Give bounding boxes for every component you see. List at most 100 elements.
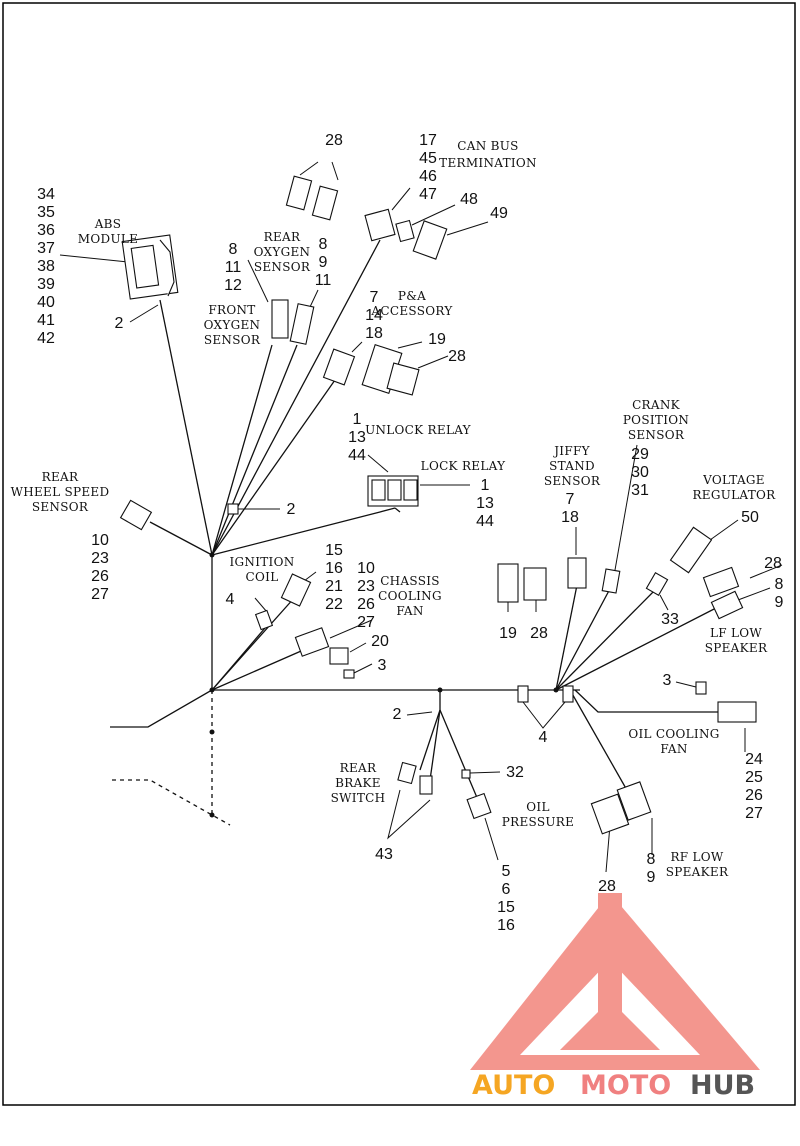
callout-c2-low: 2 (393, 706, 402, 723)
callout-c34-line: 39 (37, 276, 55, 293)
jiffy-stand-connector (567, 557, 621, 594)
label-can-bus-line: TERMINATION (439, 156, 537, 170)
diagram-border (2, 2, 796, 1106)
rear-brake-connectors (397, 761, 433, 795)
callout-c10-wss-line: 26 (91, 568, 109, 585)
harness-wires (110, 239, 720, 826)
callout-c19-pa-line: 19 (428, 331, 446, 348)
callout-c5-line: 15 (497, 899, 515, 916)
callout-c1-lock-line: 44 (476, 513, 494, 530)
label-chassis-fan-line: FAN (396, 604, 423, 618)
callout-c5-line: 16 (497, 917, 515, 934)
callout-c7-jiffy-line: 18 (561, 509, 579, 526)
label-oil-fan-line: OIL COOLING (628, 727, 719, 741)
label-crank-line: SENSOR (628, 428, 685, 442)
connector-28-right (702, 566, 740, 598)
label-jiffy-line: SENSOR (544, 474, 601, 488)
callout-c24-line: 27 (745, 805, 763, 822)
callout-c1-lock-line: 1 (481, 477, 490, 494)
callout-c8-front-line: 12 (224, 277, 242, 294)
label-lf-spk-line: LF LOW (710, 626, 762, 640)
label-front-o2-line: FRONT (208, 303, 255, 317)
callout-c28-pa-line: 28 (448, 348, 466, 365)
callout-c10-fan-line: 10 (357, 560, 375, 577)
callout-c10-fan-line: 26 (357, 596, 375, 613)
callout-c17-line: 17 (419, 132, 437, 149)
callout-c34-line: 37 (37, 240, 55, 257)
callout-c8-lf-line: 9 (775, 594, 784, 611)
label-vreg-line: VOLTAGE (702, 473, 765, 487)
callout-c10-wss-line: 27 (91, 586, 109, 603)
callout-c28-top-line: 28 (325, 132, 343, 149)
label-rear-wss-line: SENSOR (32, 500, 89, 514)
callout-c4-low-line: 4 (539, 729, 548, 746)
callout-c34-line: 41 (37, 312, 55, 329)
connectors-19-28-mid (497, 563, 547, 603)
rear-wheel-speed-connector (119, 499, 153, 531)
callout-c8-front-line: 11 (225, 259, 242, 276)
callout-c33: 33 (661, 611, 679, 628)
callout-c28-mid-line: 28 (530, 625, 548, 642)
callout-c50-line: 50 (741, 509, 759, 526)
label-rear-o2-line: REAR (264, 230, 301, 244)
callout-c3-left-line: 3 (378, 657, 387, 674)
callout-c15-line: 16 (325, 560, 343, 577)
callout-c28-right-line: 28 (764, 555, 782, 572)
callout-c15-line: 15 (325, 542, 343, 559)
callout-c43-line: 43 (375, 846, 393, 863)
ignition-coil-connector (280, 573, 312, 607)
callout-c28-mid: 28 (530, 625, 548, 642)
callout-c17-line: 46 (419, 168, 437, 185)
lf-speaker-connector (710, 590, 744, 620)
callout-c2-low-line: 2 (393, 706, 402, 723)
callout-c2-mid: 2 (287, 501, 296, 518)
callout-c34-line: 34 (37, 186, 55, 203)
callout-c34-line: 42 (37, 330, 55, 347)
splice-points (209, 552, 559, 818)
callout-c3-right-line: 3 (663, 672, 672, 689)
label-can-bus-line: CAN BUS (457, 139, 518, 153)
label-rear-wss-line: WHEEL SPEED (11, 485, 110, 499)
callout-c5-line: 6 (502, 881, 511, 898)
label-ign-line: COIL (246, 570, 279, 584)
label-abs-line: ABS (94, 217, 122, 231)
callout-c29-line: 30 (631, 464, 649, 481)
label-rear-brake-line: REAR (340, 761, 377, 775)
label-abs-line: MODULE (78, 232, 138, 246)
label-front-o2-line: SENSOR (204, 333, 261, 347)
callout-c34-line: 36 (37, 222, 55, 239)
label-rf-spk-line: SPEAKER (666, 865, 729, 879)
callout-c29-line: 29 (631, 446, 649, 463)
callout-c1-unlock-line: 13 (348, 429, 366, 446)
callout-c49: 49 (490, 205, 508, 222)
callout-c2-abs: 2 (115, 315, 124, 332)
pa-accessory-connectors (322, 344, 420, 396)
relay-block (367, 475, 419, 507)
label-rear-o2-line: SENSOR (254, 260, 311, 274)
callout-c1-lock-line: 13 (476, 495, 494, 512)
callout-c32-line: 32 (506, 764, 524, 781)
watermark-hub: HUB (690, 1070, 755, 1101)
label-rear-brake-line: BRAKE (335, 776, 381, 790)
label-ign-line: IGNITION (229, 555, 294, 569)
label-rf-spk-line: RF LOW (670, 850, 723, 864)
callout-c48: 48 (460, 191, 478, 208)
callout-c24-line: 26 (745, 787, 763, 804)
callout-c17-line: 47 (419, 186, 437, 203)
label-rear-wss-line: REAR (42, 470, 79, 484)
